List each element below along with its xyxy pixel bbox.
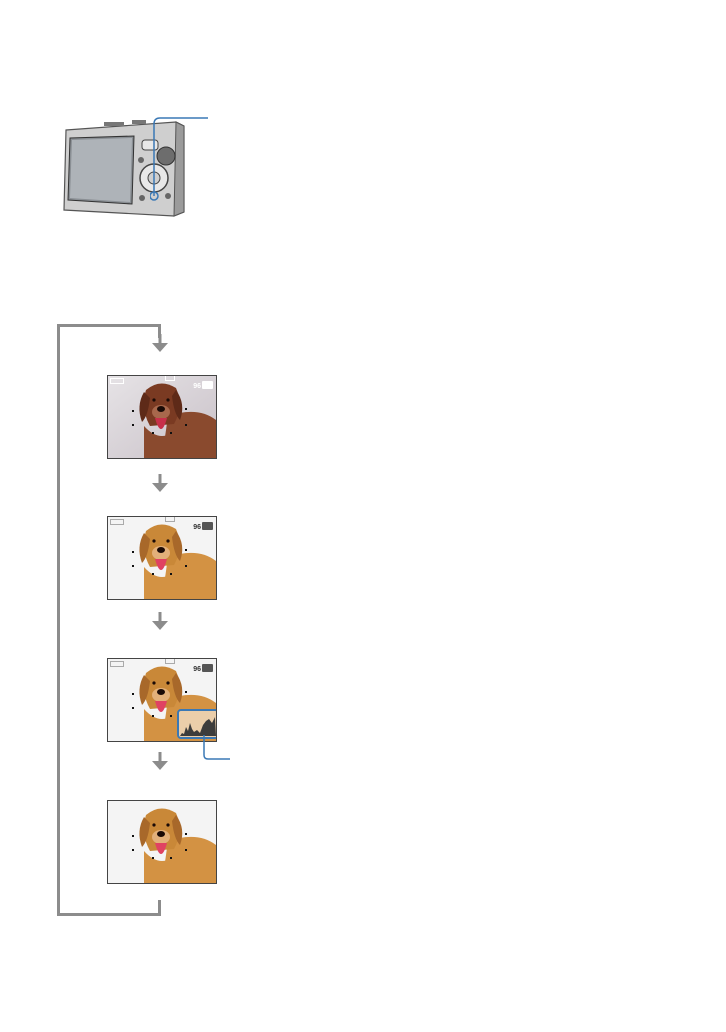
af-frame-mark xyxy=(132,424,134,426)
arrow-down-icon xyxy=(150,474,170,494)
af-frame-mark xyxy=(170,432,172,434)
histogram-graph xyxy=(179,711,217,737)
af-frame-mark xyxy=(185,833,187,835)
screen-histogram: 96 xyxy=(107,658,217,742)
af-frame-mark xyxy=(152,432,154,434)
image-count: 96 xyxy=(193,666,201,673)
loop-bottom-line xyxy=(57,913,161,916)
af-frame-mark xyxy=(152,715,154,717)
af-frame-mark xyxy=(132,565,134,567)
af-frame-mark xyxy=(132,707,134,709)
screen-bright: 96 xyxy=(107,516,217,600)
af-frame-mark xyxy=(185,849,187,851)
af-frame-mark xyxy=(185,424,187,426)
af-frame-mark xyxy=(152,857,154,859)
image-count: 96 xyxy=(193,383,201,390)
screen-indicators-off xyxy=(107,800,217,884)
battery-icon xyxy=(110,378,124,384)
af-frame-mark xyxy=(132,849,134,851)
screen-standard: 96 xyxy=(107,375,217,459)
af-frame-mark xyxy=(132,693,134,695)
mode-icon xyxy=(165,659,175,664)
image-count: 96 xyxy=(193,524,201,531)
dog-photo xyxy=(108,801,216,883)
lcd-screen xyxy=(68,136,134,204)
af-frame-mark xyxy=(185,691,187,693)
mode-icon xyxy=(165,517,175,522)
camera-icon xyxy=(202,522,213,530)
af-frame-mark xyxy=(170,573,172,575)
af-frame-mark xyxy=(170,715,172,717)
loop-top-line xyxy=(57,324,161,327)
arrow-down-icon xyxy=(150,752,170,772)
loop-left-line xyxy=(57,324,60,916)
af-frame-mark xyxy=(170,857,172,859)
af-frame-mark xyxy=(185,565,187,567)
mode-icon xyxy=(165,376,175,381)
arrow-down-icon xyxy=(150,334,170,354)
histogram-callout xyxy=(200,735,230,765)
arrow-down-icon xyxy=(150,612,170,632)
camera-icon xyxy=(202,664,213,672)
af-frame-mark xyxy=(185,408,187,410)
af-frame-mark xyxy=(185,549,187,551)
loop-bottom-rise xyxy=(158,900,161,916)
af-frame-mark xyxy=(152,573,154,575)
display-button-callout xyxy=(150,114,210,204)
battery-icon xyxy=(110,661,124,667)
af-frame-mark xyxy=(132,410,134,412)
camera-icon xyxy=(202,381,213,389)
af-frame-mark xyxy=(132,551,134,553)
af-frame-mark xyxy=(132,835,134,837)
battery-icon xyxy=(110,519,124,525)
